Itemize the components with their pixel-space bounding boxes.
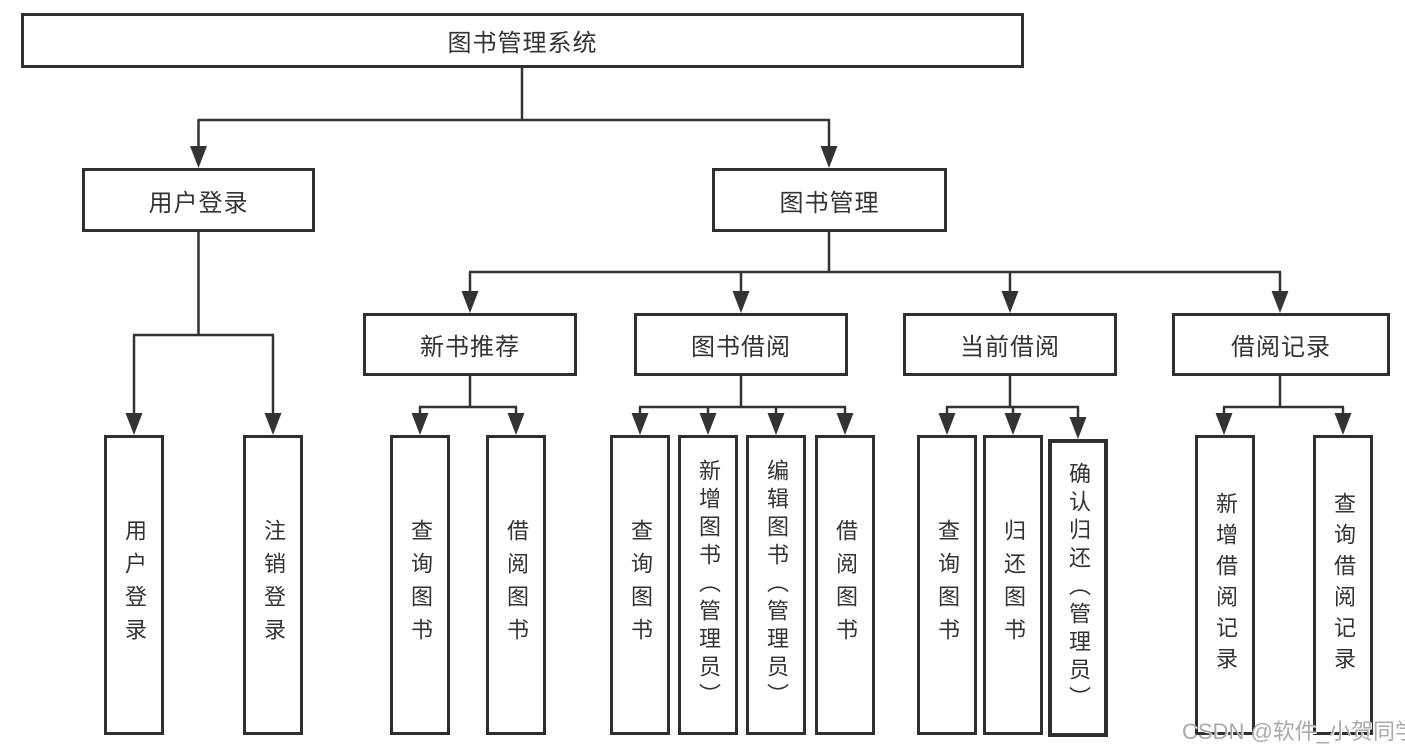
arrow-icon bbox=[1001, 291, 1019, 313]
leaf-query-borrow-record: 查询借阅记录 bbox=[1313, 435, 1373, 735]
arrow-icon bbox=[820, 146, 838, 168]
node-current-borrowing: 当前借阅 bbox=[903, 313, 1117, 376]
arrow-icon bbox=[190, 146, 207, 168]
leaf-label: 归还图书 bbox=[1001, 519, 1026, 651]
arrow-icon bbox=[1215, 413, 1233, 435]
leaf-label: 编辑图书（管理员） bbox=[764, 459, 789, 711]
arrow-icon bbox=[699, 413, 717, 435]
node-label: 图书管理系统 bbox=[447, 30, 598, 57]
leaf-return-books: 归还图书 bbox=[983, 435, 1043, 735]
node-label: 图书借阅 bbox=[691, 334, 791, 361]
arrow-icon bbox=[1069, 417, 1087, 439]
leaf-label: 查询借阅记录 bbox=[1331, 492, 1356, 678]
leaf-label: 新增图书（管理员） bbox=[696, 459, 721, 711]
node-user-login: 用户登录 bbox=[82, 168, 315, 232]
arrow-icon bbox=[1004, 413, 1022, 435]
node-library-management-system: 图书管理系统 bbox=[21, 13, 1024, 68]
leaf-add-books-admin: 新增图书（管理员） bbox=[678, 435, 738, 735]
leaf-user-login: 用户登录 bbox=[104, 435, 164, 735]
arrow-icon bbox=[125, 413, 143, 435]
arrow-icon bbox=[836, 413, 854, 435]
leaf-label: 查询图书 bbox=[408, 519, 433, 651]
leaf-label: 查询图书 bbox=[628, 519, 653, 651]
csdn-watermark: CSDN @软件_小贺同学 bbox=[1182, 719, 1405, 744]
leaf-add-borrow-record: 新增借阅记录 bbox=[1195, 435, 1255, 735]
node-book-management: 图书管理 bbox=[712, 168, 947, 232]
arrow-icon bbox=[461, 291, 479, 313]
node-label: 借阅记录 bbox=[1231, 334, 1331, 361]
node-label: 用户登录 bbox=[148, 189, 249, 217]
leaf-borrow-books: 借阅图书 bbox=[815, 435, 875, 735]
arrow-icon bbox=[264, 413, 282, 435]
connector-bookmgmt-to-level3 bbox=[468, 232, 1282, 293]
node-label: 新书推荐 bbox=[420, 334, 520, 361]
connector-borrowrecords-to-leaves bbox=[1222, 376, 1345, 415]
leaf-borrow-books-recommend: 借阅图书 bbox=[486, 435, 546, 735]
leaf-label: 注销登录 bbox=[261, 519, 286, 651]
leaf-edit-books-admin: 编辑图书（管理员） bbox=[746, 435, 806, 735]
arrow-icon bbox=[732, 291, 750, 313]
leaf-label: 用户登录 bbox=[122, 519, 147, 651]
arrow-icon bbox=[631, 413, 649, 435]
connector-userlogin-to-leaves bbox=[132, 232, 275, 415]
node-label: 图书管理 bbox=[779, 189, 880, 217]
node-borrowing-records: 借阅记录 bbox=[1172, 313, 1390, 376]
connector-currentborrow-to-leaves bbox=[945, 376, 1080, 417]
arrow-icon bbox=[411, 413, 429, 435]
leaf-label: 查询图书 bbox=[935, 519, 960, 651]
arrow-icon bbox=[938, 413, 956, 435]
leaf-label: 确认归还（管理员） bbox=[1066, 462, 1091, 714]
connector-root-to-level2 bbox=[197, 68, 831, 148]
node-label: 当前借阅 bbox=[960, 334, 1060, 361]
leaf-logout: 注销登录 bbox=[243, 435, 303, 735]
leaf-query-books-borrow: 查询图书 bbox=[610, 435, 670, 735]
connector-newbook-to-leaves bbox=[418, 376, 518, 415]
arrow-icon bbox=[1271, 291, 1289, 313]
leaf-query-books-recommend: 查询图书 bbox=[390, 435, 450, 735]
node-new-book-recommendation: 新书推荐 bbox=[363, 313, 577, 376]
leaf-label: 借阅图书 bbox=[504, 519, 529, 651]
connector-bookborrow-to-leaves bbox=[638, 376, 847, 415]
leaf-confirm-return-admin: 确认归还（管理员） bbox=[1048, 439, 1108, 737]
leaf-label: 新增借阅记录 bbox=[1213, 492, 1238, 678]
arrow-icon bbox=[1334, 413, 1352, 435]
arrow-icon bbox=[767, 413, 785, 435]
leaf-query-books-current: 查询图书 bbox=[917, 435, 977, 735]
leaf-label: 借阅图书 bbox=[833, 519, 858, 651]
node-book-borrowing: 图书借阅 bbox=[634, 313, 848, 376]
arrow-icon bbox=[507, 413, 525, 435]
